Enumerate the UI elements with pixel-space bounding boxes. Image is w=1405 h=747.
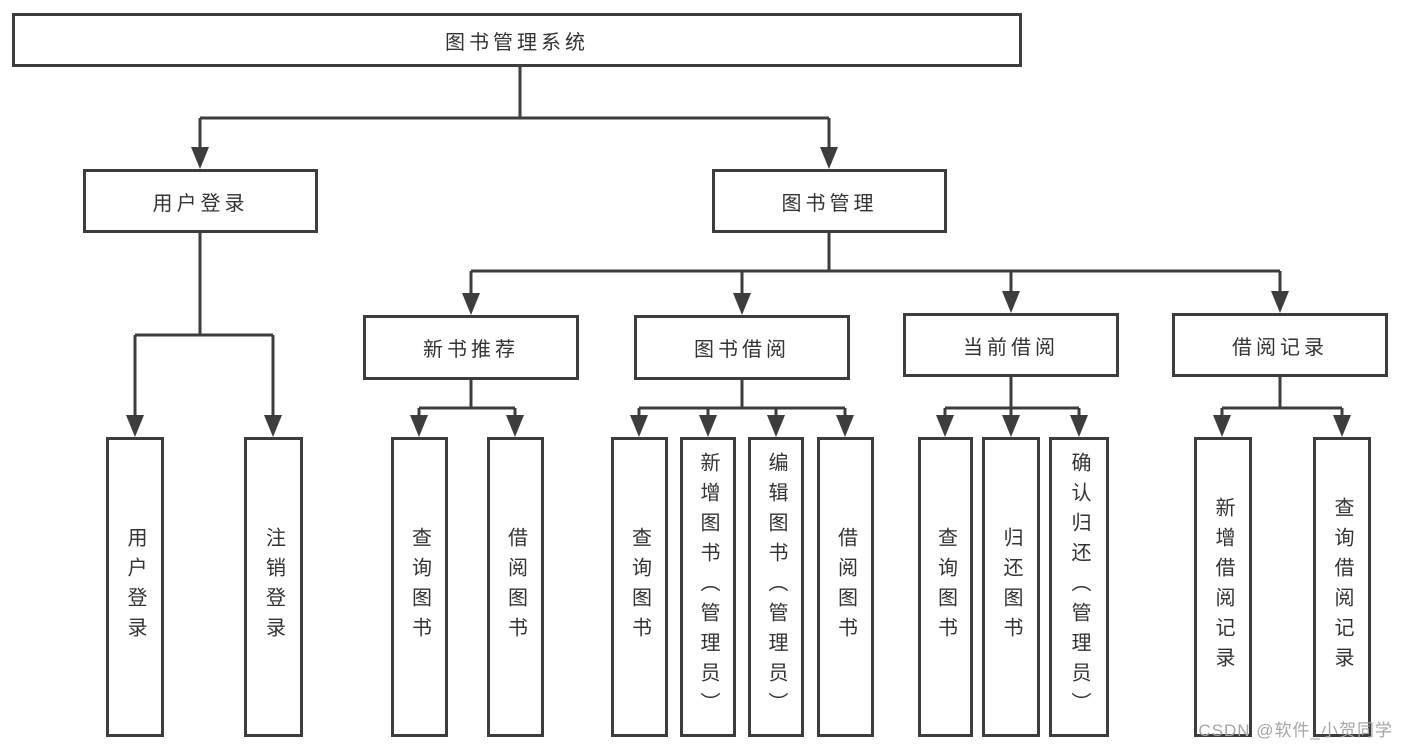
- node-label: 图书管理系统: [445, 31, 589, 54]
- leaf-user-login: 用户登录: [106, 437, 164, 737]
- arrowheads: [126, 147, 1351, 437]
- node-label: 确认归还（管理员）: [1068, 452, 1090, 722]
- leaf-query-borrow-record: 查询借阅记录: [1313, 437, 1371, 737]
- leaf-edit-book-admin: 编辑图书（管理员）: [748, 437, 804, 737]
- group-current-borrowing: 当前借阅: [903, 313, 1119, 377]
- node-label: 注销登录: [262, 527, 285, 647]
- leaf-add-borrow-record: 新增借阅记录: [1194, 437, 1252, 737]
- node-label: 编辑图书（管理员）: [765, 452, 787, 722]
- node-label: 当前借阅: [963, 336, 1059, 359]
- node-label: 图书借阅: [694, 339, 790, 361]
- node-label: 用户登录: [152, 192, 249, 215]
- group-borrowing-records: 借阅记录: [1172, 313, 1388, 377]
- node-label: 用户登录: [124, 527, 146, 647]
- leaf-query-books-borrow: 查询图书: [611, 437, 668, 737]
- node-label: 图书管理: [781, 192, 878, 215]
- leaf-query-books-current: 查询图书: [918, 437, 973, 737]
- node-label: 借阅记录: [1232, 336, 1328, 359]
- node-library-management-system: 图书管理系统: [12, 13, 1022, 67]
- node-label: 新增图书（管理员）: [697, 452, 719, 722]
- leaf-borrow-books-recommend: 借阅图书: [487, 437, 544, 737]
- node-label: 归还图书: [1000, 527, 1022, 647]
- leaf-borrow-books: 借阅图书: [817, 437, 874, 737]
- node-label: 查询图书: [628, 527, 651, 647]
- node-book-management: 图书管理: [712, 169, 947, 233]
- leaf-query-books-recommend: 查询图书: [391, 437, 448, 737]
- node-label: 查询图书: [408, 527, 431, 647]
- node-label: 查询图书: [934, 527, 957, 647]
- node-label: 新增借阅记录: [1212, 497, 1234, 677]
- leaf-add-book-admin: 新增图书（管理员）: [680, 437, 736, 737]
- leaf-logout: 注销登录: [244, 437, 303, 737]
- leaf-confirm-return-admin: 确认归还（管理员）: [1049, 437, 1109, 737]
- node-user-login: 用户登录: [83, 169, 318, 233]
- group-new-book-recommendation: 新书推荐: [363, 315, 579, 380]
- leaf-return-books: 归还图书: [982, 437, 1040, 737]
- node-label: 查询借阅记录: [1331, 497, 1353, 677]
- node-label: 借阅图书: [834, 527, 857, 647]
- group-book-borrowing: 图书借阅: [634, 315, 850, 380]
- node-label: 借阅图书: [504, 527, 527, 647]
- node-label: 新书推荐: [423, 339, 519, 361]
- watermark: CSDN @软件_小贺同学: [1198, 721, 1393, 740]
